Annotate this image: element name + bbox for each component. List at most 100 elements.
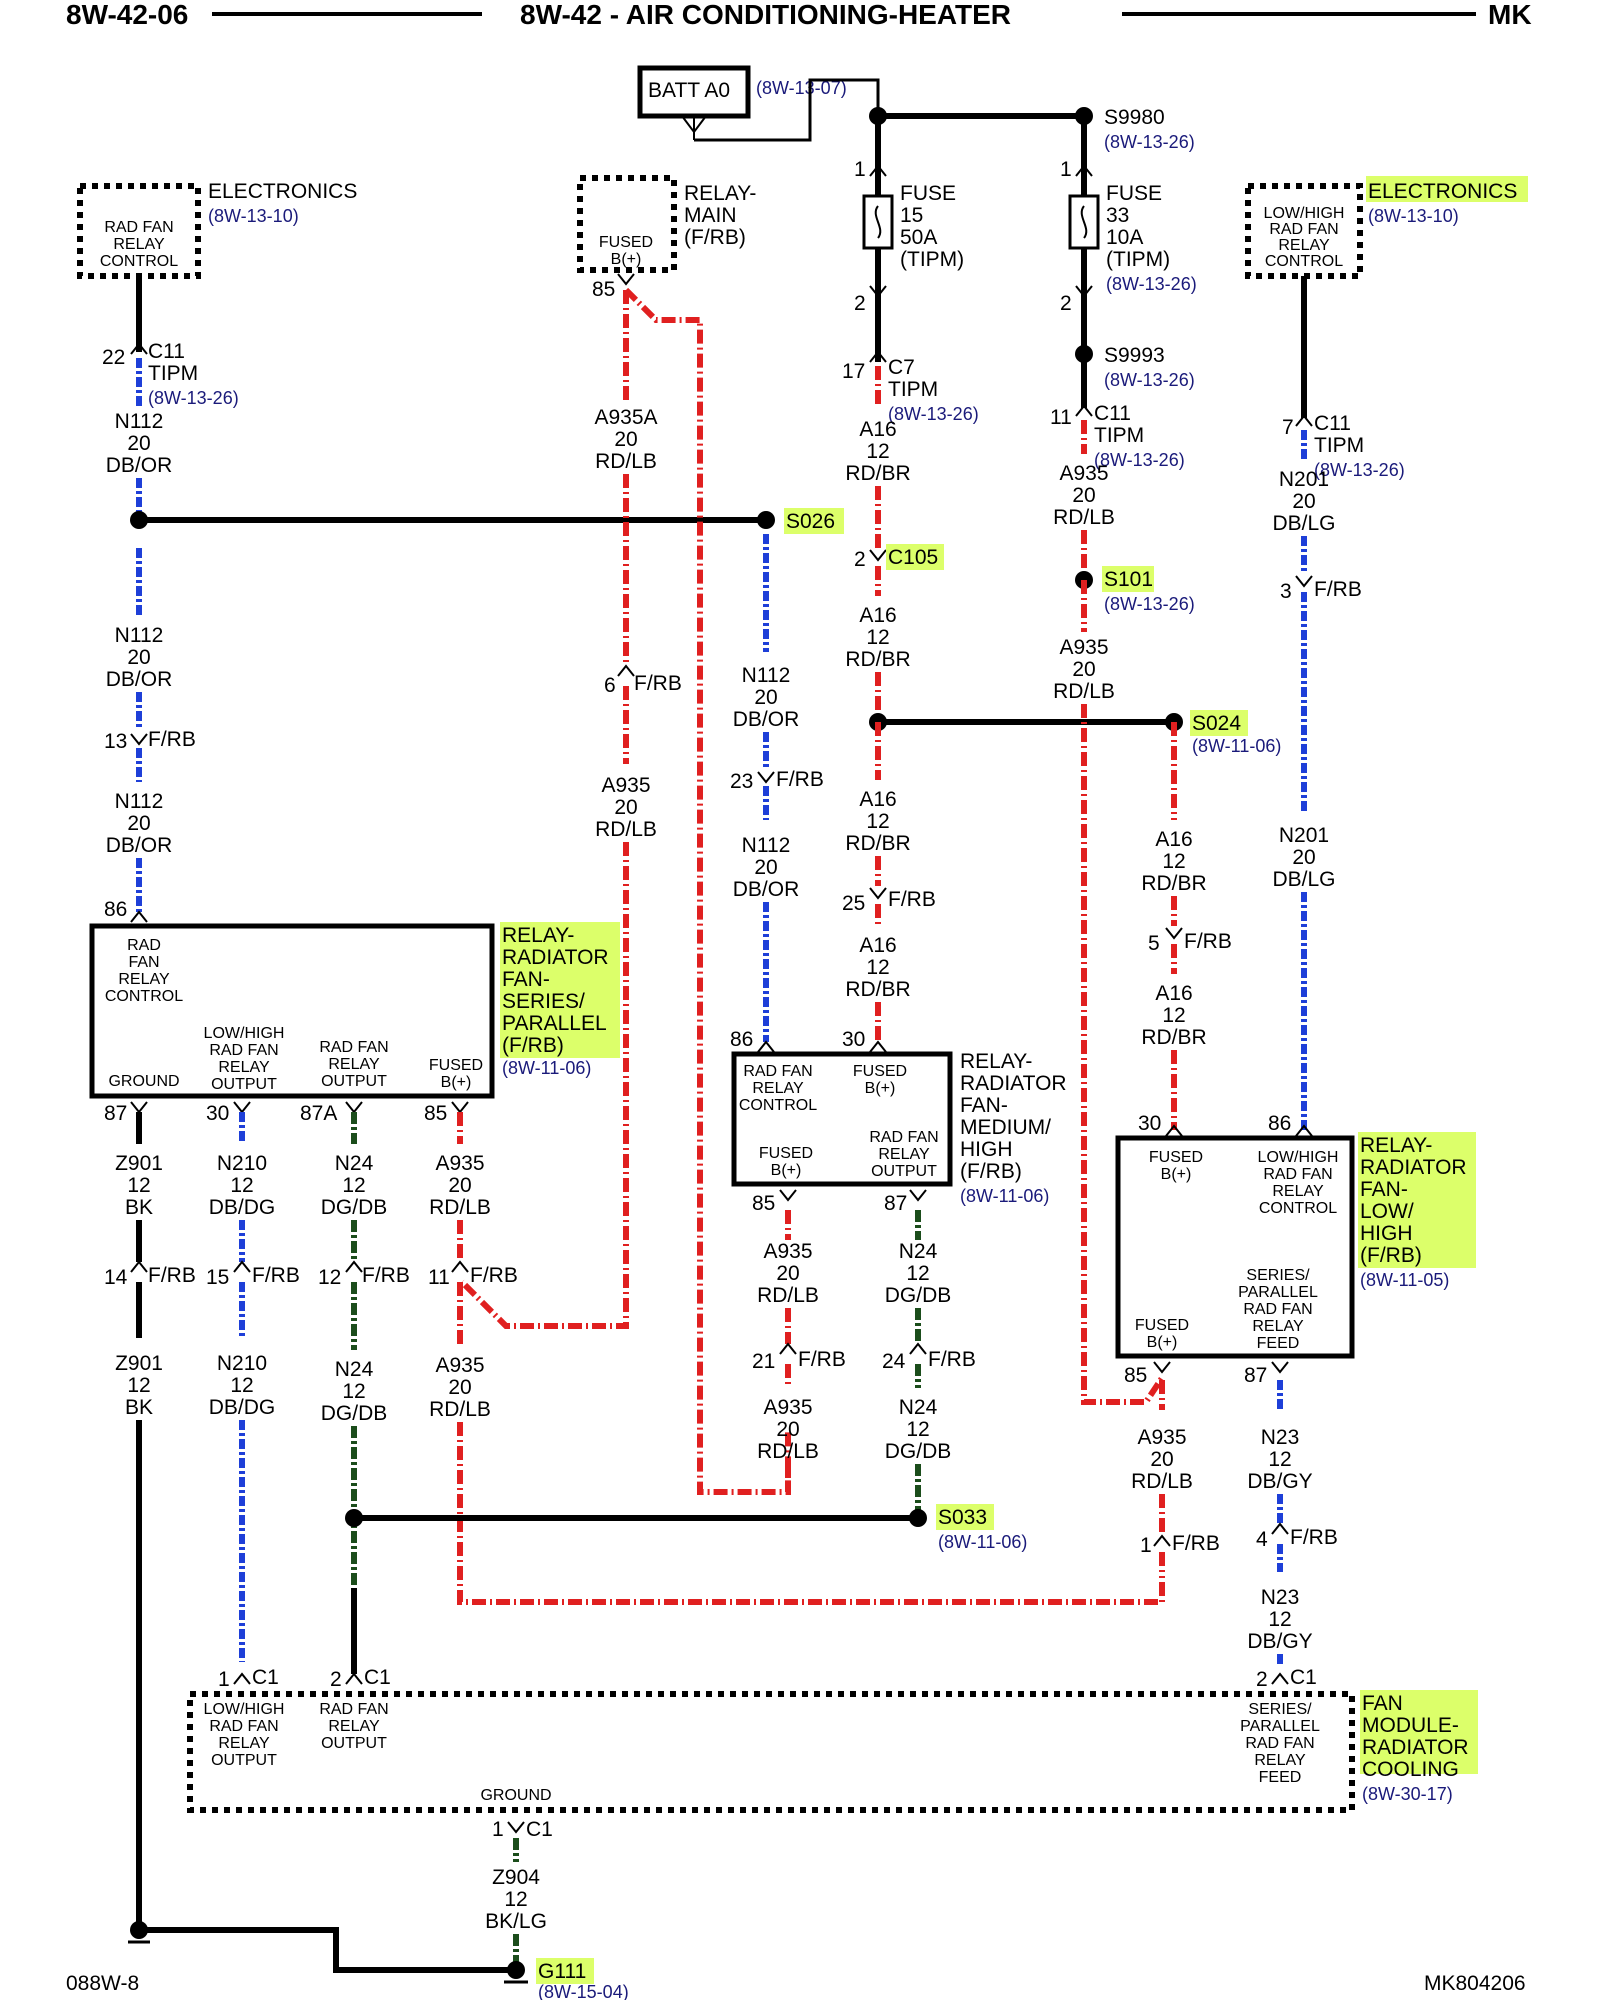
relay-medium-high: RAD FAN RELAY CONTROL FUSED B(+) FUSED B…: [731, 1050, 1067, 1215]
svg-text:RD/BR: RD/BR: [1141, 872, 1206, 895]
svg-text:(TIPM): (TIPM): [1106, 248, 1170, 271]
svg-text:RADIATOR: RADIATOR: [960, 1072, 1067, 1095]
svg-text:12: 12: [1162, 850, 1185, 873]
svg-text:12: 12: [342, 1174, 365, 1197]
svg-text:FUSED: FUSED: [1135, 1317, 1189, 1334]
svg-text:F/RB: F/RB: [148, 1264, 196, 1287]
svg-text:FAN: FAN: [128, 954, 159, 971]
svg-text:12: 12: [342, 1380, 365, 1403]
svg-text:C1: C1: [364, 1666, 391, 1689]
svg-text:RD/LB: RD/LB: [595, 818, 657, 841]
svg-text:(F/RB): (F/RB): [1360, 1244, 1422, 1267]
svg-text:87: 87: [104, 1102, 127, 1125]
svg-text:RELAY-: RELAY-: [1360, 1134, 1432, 1157]
svg-text:21: 21: [752, 1350, 775, 1373]
svg-text:15: 15: [900, 204, 923, 227]
svg-text:87: 87: [884, 1192, 907, 1215]
svg-text:MAIN: MAIN: [684, 204, 737, 227]
svg-text:RELAY: RELAY: [328, 1718, 380, 1735]
electronics-right-name: ELECTRONICS: [1368, 180, 1517, 203]
svg-text:2: 2: [854, 292, 866, 315]
header-left: 8W-42-06: [66, 0, 188, 30]
svg-text:RD/LB: RD/LB: [1131, 1470, 1193, 1493]
header-center: 8W-42 - AIR CONDITIONING-HEATER: [520, 0, 1011, 30]
svg-text:A935: A935: [1137, 1426, 1186, 1449]
svg-text:F/RB: F/RB: [928, 1348, 976, 1371]
svg-text:FAN: FAN: [1362, 1692, 1403, 1715]
svg-text:20: 20: [448, 1174, 471, 1197]
svg-text:BK: BK: [125, 1396, 153, 1419]
svg-text:RELAY: RELAY: [118, 971, 170, 988]
svg-text:A935: A935: [1059, 636, 1108, 659]
svg-text:N112: N112: [115, 790, 164, 813]
svg-text:BK/LG: BK/LG: [485, 1910, 547, 1933]
svg-text:RELAY: RELAY: [1278, 237, 1330, 254]
svg-text:N24: N24: [899, 1396, 938, 1419]
sp-outputs: Z901 12 BK 14 F/RB Z901 12 BK N210 12 DB…: [104, 1112, 1165, 1930]
svg-text:(TIPM): (TIPM): [900, 248, 964, 271]
svg-text:F/RB: F/RB: [362, 1264, 410, 1287]
svg-text:FAN-: FAN-: [502, 968, 550, 991]
svg-text:50A: 50A: [900, 226, 937, 249]
svg-text:DB/DG: DB/DG: [209, 1196, 276, 1219]
svg-text:B(+): B(+): [441, 1074, 472, 1091]
svg-text:1: 1: [492, 1818, 504, 1841]
svg-text:RD/BR: RD/BR: [845, 462, 910, 485]
ground-g111-label: G111: [538, 1960, 586, 1983]
svg-text:TIPM: TIPM: [1314, 434, 1364, 457]
svg-text:RELAY: RELAY: [218, 1059, 270, 1076]
relay-main: FUSED B(+) RELAY- MAIN (F/RB) 85: [577, 175, 756, 301]
svg-text:87: 87: [1244, 1364, 1267, 1387]
svg-text:RAD FAN: RAD FAN: [319, 1701, 388, 1718]
svg-text:Z901: Z901: [115, 1152, 163, 1175]
svg-text:RELAY: RELAY: [1272, 1183, 1324, 1200]
svg-text:30: 30: [1138, 1112, 1161, 1135]
svg-text:2: 2: [1256, 1668, 1268, 1691]
svg-text:87A: 87A: [300, 1102, 337, 1125]
svg-text:1: 1: [1140, 1534, 1152, 1557]
svg-text:FUSE: FUSE: [900, 182, 956, 205]
svg-text:RELAY-: RELAY-: [960, 1050, 1032, 1073]
svg-text:N112: N112: [742, 664, 791, 687]
svg-text:PARALLEL: PARALLEL: [502, 1012, 607, 1035]
svg-text:(8W-13-26): (8W-13-26): [1104, 594, 1195, 614]
svg-text:FEED: FEED: [1259, 1769, 1302, 1786]
svg-text:A16: A16: [859, 418, 896, 441]
svg-text:C7: C7: [888, 356, 915, 379]
svg-text:N112: N112: [742, 834, 791, 857]
svg-text:N23: N23: [1261, 1586, 1300, 1609]
svg-text:A935A: A935A: [594, 406, 657, 429]
top-bus: S9980 (8W-13-26): [869, 106, 1195, 152]
svg-text:RELAY-: RELAY-: [684, 182, 756, 205]
svg-text:DB/LG: DB/LG: [1272, 512, 1335, 535]
svg-text:COOLING: COOLING: [1362, 1758, 1459, 1781]
svg-text:11: 11: [1050, 406, 1072, 429]
svg-text:BK: BK: [125, 1196, 153, 1219]
svg-text:12: 12: [906, 1262, 929, 1285]
svg-text:3: 3: [1280, 580, 1292, 603]
splice-s9980-ref: (8W-13-26): [1104, 132, 1195, 152]
svg-text:RAD FAN: RAD FAN: [869, 1129, 938, 1146]
svg-text:HIGH: HIGH: [1360, 1222, 1413, 1245]
svg-text:24: 24: [882, 1350, 906, 1373]
svg-text:PARALLEL: PARALLEL: [1240, 1718, 1320, 1735]
svg-text:RAD FAN: RAD FAN: [209, 1042, 278, 1059]
column-a16: 17 C7 TIPM (8W-13-26) A16 12 RD/BR 2 C10…: [842, 306, 1281, 1053]
svg-text:17: 17: [842, 360, 865, 383]
svg-text:(F/RB): (F/RB): [502, 1034, 564, 1057]
svg-text:RADIATOR: RADIATOR: [502, 946, 609, 969]
svg-text:A16: A16: [859, 788, 896, 811]
column-n112-center: N112 20 DB/OR 23 F/RB N112 20 DB/OR 86: [730, 534, 824, 1053]
svg-text:N112: N112: [115, 624, 164, 647]
fuse-33: 1 2 FUSE 33 10A (TIPM) (8W-13-26): [1060, 116, 1197, 315]
svg-text:2: 2: [854, 548, 866, 571]
column-a935-right: S9993 (8W-13-26) 11 C11 TIPM (8W-13-26) …: [1050, 306, 1195, 1405]
svg-text:F/RB: F/RB: [1184, 930, 1232, 953]
svg-text:(8W-13-10): (8W-13-10): [208, 206, 299, 226]
svg-text:RAD FAN: RAD FAN: [1263, 1166, 1332, 1183]
svg-text:7: 7: [1282, 416, 1294, 439]
svg-text:FUSED: FUSED: [1149, 1149, 1203, 1166]
svg-text:LOW/HIGH: LOW/HIGH: [1258, 1149, 1339, 1166]
svg-text:F/RB: F/RB: [1172, 1532, 1220, 1555]
